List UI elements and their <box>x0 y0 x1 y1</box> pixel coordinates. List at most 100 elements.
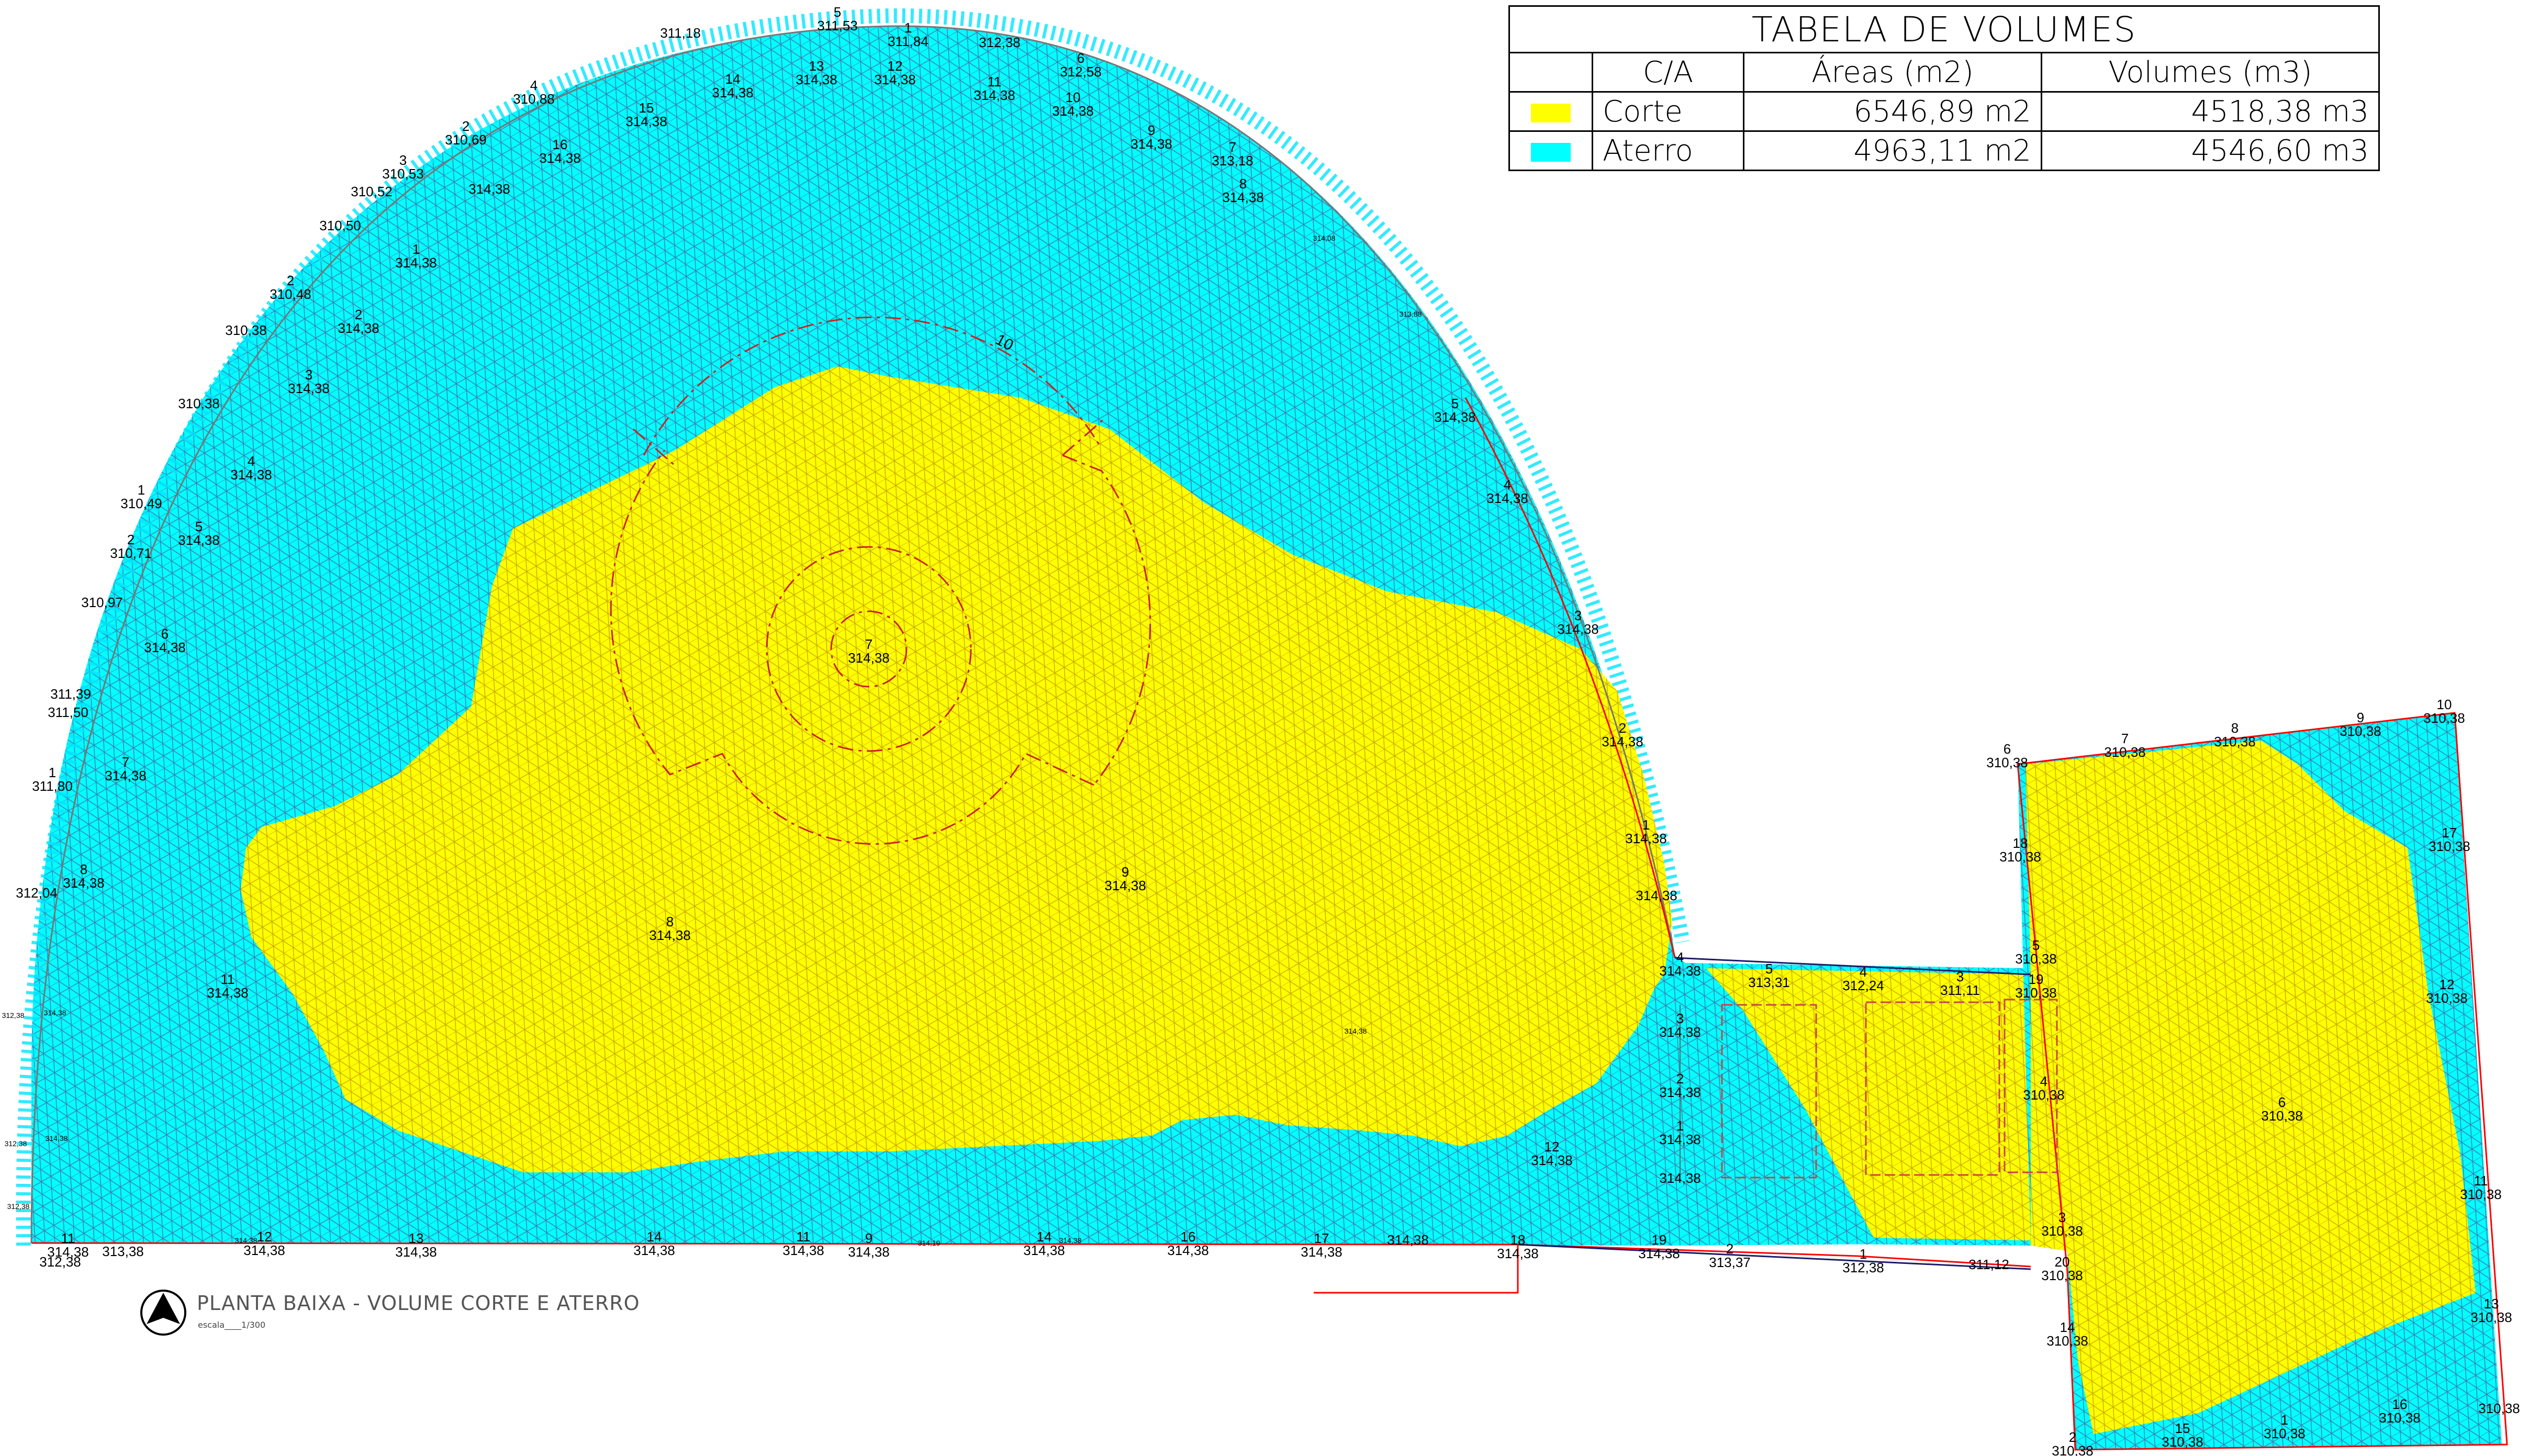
spot-elevation-label: 312,38 <box>7 1202 30 1211</box>
spot-elevation-label: 314,08 <box>1313 234 1336 242</box>
row-name: Aterro <box>1592 130 1744 171</box>
spot-elevation-label: 311,50 <box>48 704 88 720</box>
row-area: 6546,89 m2 <box>1743 91 2042 132</box>
spot-elevation-label: 313,38 <box>102 1244 144 1259</box>
spot-elevation-label: 311,39 <box>50 686 91 702</box>
row-area: 4963,11 m2 <box>1743 130 2042 171</box>
aterro-swatch <box>1508 130 1593 171</box>
spot-elevation-label: 314,19 <box>918 1239 941 1247</box>
outer-arc-outline-right <box>889 25 1676 958</box>
spot-elevation-label: 310,38 <box>2478 1401 2520 1416</box>
aterro-fringe <box>16 8 1690 1246</box>
spot-elevation-label: 310,38 <box>178 396 220 411</box>
table-header-areas: Áreas (m2) <box>1743 52 2042 93</box>
corridor-dashed-rooms <box>1721 999 2058 1179</box>
row-volume: 4546,60 m3 <box>2041 130 2380 171</box>
spot-elevation-label: 314,38 <box>44 1009 66 1017</box>
spot-elevation-label: 310,52 <box>351 184 393 199</box>
spot-elevation-label: 310,50 <box>319 218 361 233</box>
table-title: TABELA DE VOLUMES <box>1508 5 2380 53</box>
spot-elevation-label: 310,97 <box>81 595 123 610</box>
right-building-outline <box>2017 712 2508 1451</box>
outer-arc-outline <box>30 25 890 1244</box>
spot-elevation-label: 311,18 <box>660 25 701 41</box>
table-header-volumes: Volumes (m3) <box>2041 52 2380 93</box>
spot-elevation-label: 314,38 <box>468 181 510 197</box>
corridor-corte <box>1706 968 2031 1240</box>
table-row: Aterro 4963,11 m2 4546,60 m3 <box>1508 130 2380 171</box>
spot-elevation-label: 312,38 <box>5 1139 27 1148</box>
red-arc <box>1464 397 1676 958</box>
corte-swatch <box>1508 91 1593 132</box>
spot-elevation-label: 314,38 <box>1659 1170 1701 1186</box>
row-volume: 4518,38 m3 <box>2041 91 2380 132</box>
spot-elevation-label: 312,38 <box>39 1254 81 1270</box>
corridor-bottom <box>1517 1244 2031 1270</box>
spot-elevation-label: 312,04 <box>16 885 58 901</box>
stair-line <box>1314 1245 1519 1294</box>
spot-elevation-label: 314,38 <box>235 1236 258 1245</box>
spot-elevation-label: 312,38 <box>979 35 1021 50</box>
corridor-top <box>1674 957 2031 976</box>
table-header-ca: C/A <box>1592 52 1744 93</box>
spot-elevation-label: 312,38 <box>2 1011 25 1020</box>
spot-elevation-label: 314,38 <box>1387 1232 1429 1248</box>
table-swatch-header <box>1508 52 1593 93</box>
spot-elevation-label: 314,38 <box>1636 888 1677 903</box>
spot-elevation-label: 314,38 <box>46 1134 68 1143</box>
spot-elevation-label: 310,38 <box>225 322 267 338</box>
spot-elevation-label: 314,38 <box>1059 1236 1082 1245</box>
central-circle-figure <box>610 316 1151 845</box>
plan-scale: escala____1/300 <box>198 1320 266 1330</box>
